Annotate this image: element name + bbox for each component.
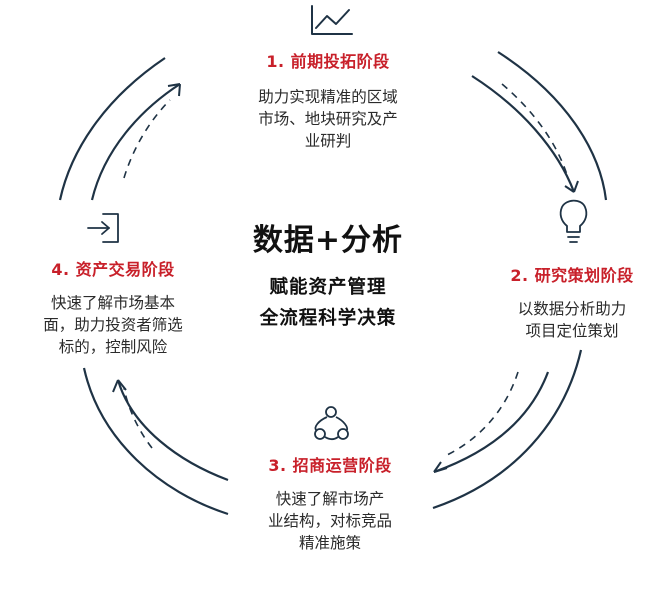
arrow-arc-1-to-2	[471, 51, 608, 201]
arrow-arc-3-to-4	[82, 367, 229, 516]
lightbulb-icon	[559, 199, 588, 243]
stage-1-title: 1. 前期投拓阶段	[266, 52, 390, 71]
stage-4-desc-line2: 面，助力投资者筛选	[43, 316, 183, 334]
center-title: 数据+分析	[252, 223, 404, 258]
stage-4-title: 4. 资产交易阶段	[51, 260, 175, 279]
stage-3-title: 3. 招商运营阶段	[268, 456, 392, 475]
arrow-arc-4-to-1	[58, 57, 181, 201]
stage-4-desc-line1: 快速了解市场基本	[50, 294, 175, 312]
stage-1-desc-line2: 市场、地块研究及产	[258, 110, 398, 128]
stage-3-desc-line2: 业结构，对标竞品	[267, 512, 392, 530]
stage-2-desc-line1: 以数据分析助力	[517, 300, 627, 318]
stage-2-title: 2. 研究策划阶段	[510, 266, 634, 285]
arrow-arc-2-to-3	[432, 349, 583, 510]
login-arrow-icon	[87, 213, 119, 243]
center-subtitle-line1: 赋能资产管理	[269, 277, 387, 298]
center-subtitle-line2: 全流程科学决策	[259, 308, 397, 329]
stage-1-desc-line3: 业研判	[304, 132, 352, 150]
stage-1-desc-line1: 助力实现精准的区域	[258, 88, 398, 106]
stage-4-desc-line3: 标的，控制风险	[58, 338, 168, 356]
network-icon	[314, 406, 349, 441]
stage-3-desc-line3: 精准施策	[298, 534, 361, 552]
trend-chart-icon	[311, 5, 353, 35]
stage-2-desc-line2: 项目定位策划	[525, 322, 619, 340]
stage-3-desc-line1: 快速了解市场产	[275, 490, 385, 508]
